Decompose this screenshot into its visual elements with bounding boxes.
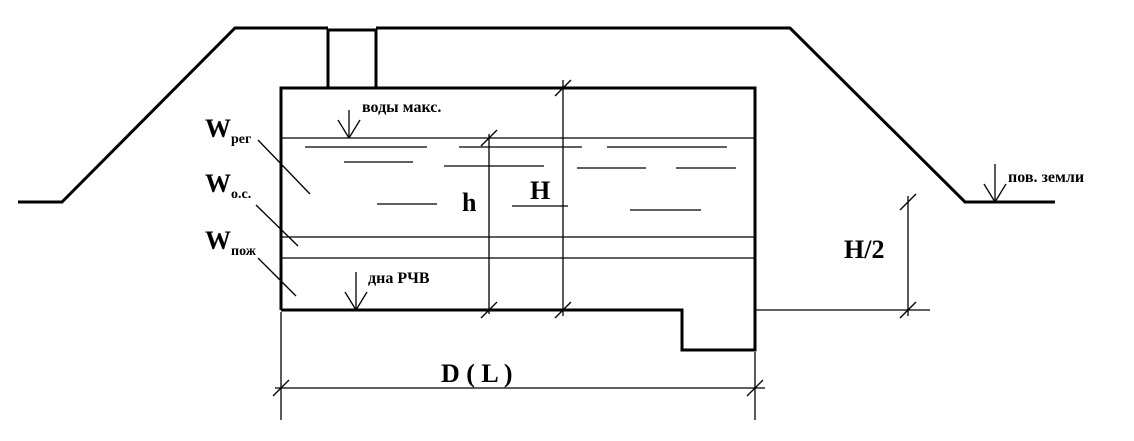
- w-reg-label: Wрег: [205, 114, 251, 147]
- w-os-label: Wо.с.: [205, 169, 251, 202]
- h-half-label: H/2: [844, 235, 884, 264]
- embankment-outline: [18, 26, 328, 204]
- embankment-outline-right: [376, 26, 1055, 204]
- h-small-label: h: [462, 188, 477, 217]
- water-max-label: воды макс.: [362, 99, 441, 116]
- bottom-marker: [344, 272, 368, 311]
- ground-marker: [983, 164, 1007, 203]
- dim-H: [554, 79, 572, 319]
- dim-width: [272, 312, 765, 420]
- w-pozh-leader: [257, 257, 297, 297]
- width-label: D ( L ): [441, 359, 513, 388]
- ground-label: пов. земли: [1008, 169, 1084, 186]
- water-max-marker: [337, 110, 361, 139]
- bottom-label: дна РЧВ: [368, 270, 430, 287]
- w-reg-leader: [257, 139, 311, 195]
- w-pozh-label: Wпож: [205, 226, 257, 259]
- dim-H-half: [755, 193, 930, 319]
- dim-h: [480, 129, 498, 319]
- w-os-leader: [255, 204, 299, 247]
- vent-shaft: [326, 28, 378, 88]
- h-big-label: H: [530, 176, 550, 205]
- water-hatching: [305, 146, 736, 211]
- tank-body: [279, 86, 757, 352]
